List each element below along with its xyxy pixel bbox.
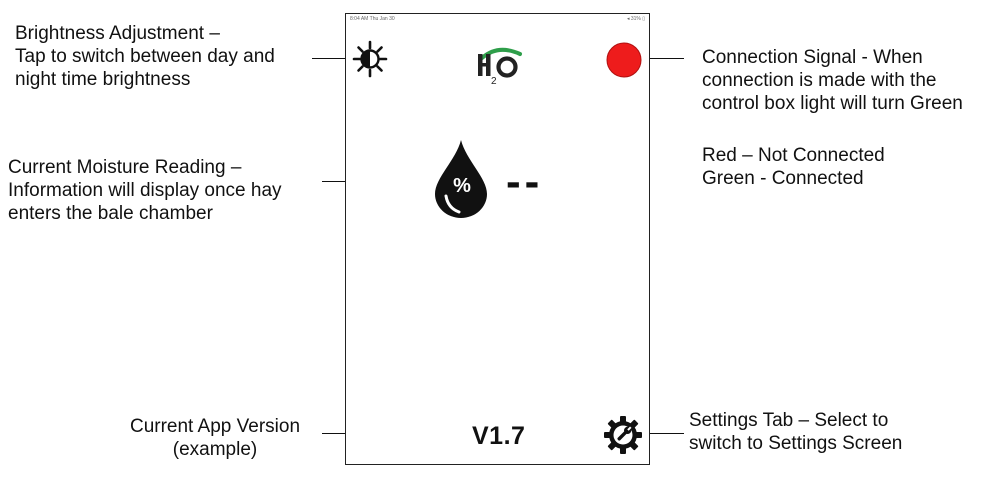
moisture-value: -- [506, 157, 544, 206]
brightness-leader-line [312, 58, 350, 59]
brightness-annotation: Brightness Adjustment – Tap to switch be… [15, 22, 275, 91]
version-annotation: Current App Version (example) [120, 415, 310, 461]
app-screen: 8:04 AM Thu Jan 30 ◂ 31% ▯ [345, 13, 650, 465]
app-logo: 2 [474, 42, 526, 87]
brightness-annotation-line-2: Tap to switch between day and [15, 46, 275, 67]
settings-leader-line [640, 433, 684, 434]
water-drop-percent-icon: % [435, 140, 487, 218]
moisture-annotation-line-1: Current Moisture Reading – [8, 157, 242, 178]
brightness-annotation-line-1: Brightness Adjustment – [15, 23, 220, 44]
connection-states-annotation: Red – Not Connected Green - Connected [702, 144, 885, 190]
connection-indicator [605, 41, 643, 79]
sun-half-icon [352, 40, 388, 78]
moisture-reading-display: % [432, 138, 490, 220]
moisture-annotation-line-3: enters the bale chamber [8, 203, 213, 224]
settings-button[interactable] [603, 415, 643, 455]
version-annotation-line-1: Current App Version [129, 416, 301, 437]
connection-annotation-line-3: control box light will turn Green [702, 93, 963, 114]
brightness-annotation-line-3: night time brightness [15, 69, 191, 90]
moisture-annotation-line-2: Information will display once hay [8, 180, 282, 201]
h2o-logo-icon: 2 [478, 47, 522, 87]
status-bar-time: 8:04 AM Thu Jan 30 [350, 16, 395, 22]
moisture-annotation: Current Moisture Reading – Information w… [8, 156, 282, 225]
connection-annotation-line-2: connection is made with the [702, 70, 937, 91]
settings-annotation-line-2: switch to Settings Screen [689, 433, 903, 454]
status-bar-battery: ◂ 31% ▯ [626, 16, 645, 22]
moisture-percent-symbol: % [453, 175, 471, 197]
gear-wrench-icon [604, 416, 642, 454]
settings-annotation: Settings Tab – Select to switch to Setti… [689, 409, 902, 455]
app-version-label: V1.7 [472, 422, 526, 450]
connection-annotation-line-1: Connection Signal - When [702, 47, 923, 68]
connection-leader-line [640, 58, 684, 59]
connection-annotation: Connection Signal - When connection is m… [702, 46, 963, 115]
connection-state-green: Green - Connected [702, 168, 864, 189]
brightness-button[interactable] [352, 40, 388, 78]
settings-annotation-line-1: Settings Tab – Select to [689, 410, 889, 431]
svg-text:2: 2 [491, 76, 497, 86]
version-annotation-line-2: (example) [172, 439, 258, 460]
connection-state-red: Red – Not Connected [702, 145, 885, 166]
connection-signal-icon [606, 42, 642, 78]
